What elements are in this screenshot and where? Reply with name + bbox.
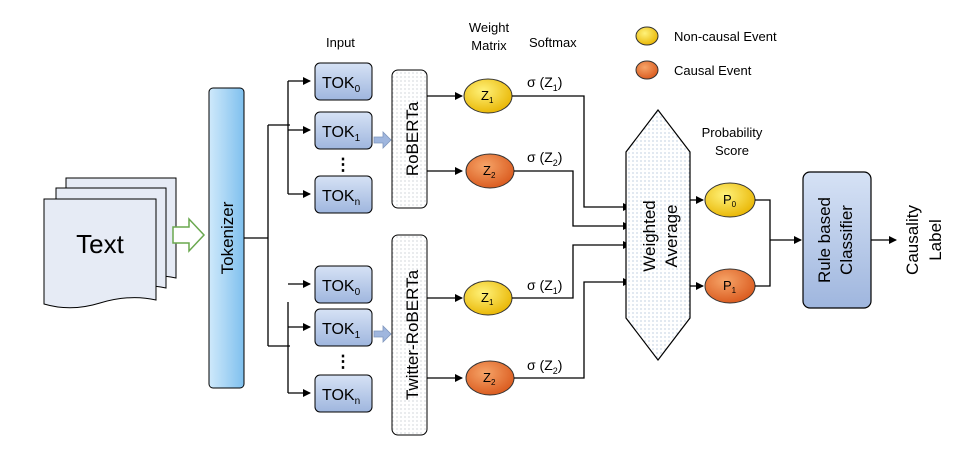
token-box [314, 265, 373, 304]
roberta-block [391, 69, 428, 209]
text-to-tokenizer-arrow [172, 217, 206, 253]
legend: Non-causal Event Causal Event [635, 26, 777, 80]
token-label: TOK0 [322, 278, 361, 298]
causality-label-line1: Causality [903, 205, 922, 275]
p1-label: P1 [723, 278, 737, 295]
sigma-z1-top: σ (Z1) [527, 74, 562, 93]
text-label: Text [76, 229, 124, 259]
causality-label-line2: Label [926, 219, 945, 261]
model-to-z-connectors [427, 92, 463, 382]
weight-matrix-header-line2: Matrix [471, 38, 507, 53]
token-box [314, 62, 373, 101]
classifier-line1: Rule based [815, 197, 834, 283]
token-box [314, 111, 373, 150]
z1-bottom-label: Z1 [481, 290, 494, 307]
token-label: TOK1 [322, 124, 361, 144]
token-label: TOKn [322, 387, 360, 407]
legend-causal-label: Causal Event [674, 63, 752, 78]
text-document-icon: Text [43, 177, 177, 309]
weighted-average-line1: Weighted [640, 200, 659, 272]
probability-nodes: P0 P1 [704, 182, 756, 304]
weight-matrix-header-line1: Weight [469, 20, 510, 35]
legend-noncausal-label: Non-causal Event [674, 29, 777, 44]
token-box [314, 374, 373, 413]
twitter-roberta-label: Twitter-RoBERTa [403, 269, 422, 400]
token-group-top: TOK0 TOK1 ⋮ TOKn [314, 62, 392, 214]
token-ellipsis: ⋮ [335, 155, 352, 174]
z2-bottom-label: Z2 [483, 370, 496, 387]
weighted-average-line2: Average [662, 204, 681, 267]
token-box [314, 308, 373, 347]
token-ellipsis: ⋮ [335, 352, 352, 371]
classifier-line2: Classifier [837, 205, 856, 275]
average-to-prob-connectors [690, 196, 704, 290]
twitter-roberta-block [391, 234, 428, 436]
token-box [314, 175, 373, 214]
sigma-z2-top: σ (Z2) [527, 149, 562, 168]
probability-header-line2: Score [715, 143, 749, 158]
softmax-to-average-connectors [512, 95, 631, 379]
prob-to-classifier-connectors [755, 199, 802, 287]
roberta-label: RoBERTa [403, 101, 422, 176]
z2-top-label: Z2 [483, 163, 496, 180]
token-label: TOKn [322, 188, 360, 208]
legend-causal-swatch [635, 60, 659, 80]
softmax-labels: σ (Z1) σ (Z2) σ (Z1) σ (Z2) [527, 74, 562, 376]
probability-header-line1: Probability [702, 125, 763, 140]
tokenizer-branches [244, 77, 311, 397]
weighted-average-block [625, 109, 691, 361]
sigma-z2-bottom: σ (Z2) [527, 357, 562, 376]
sigma-z1-bottom: σ (Z1) [527, 277, 562, 296]
token-group-bottom: TOK0 TOK1 ⋮ TOKn [314, 265, 392, 413]
token-to-model-arrow [373, 325, 392, 343]
z-nodes: Z1 Z2 Z1 Z2 [463, 78, 515, 396]
token-to-model-arrow [373, 131, 392, 149]
token-label: TOK1 [322, 321, 361, 341]
softmax-header: Softmax [529, 35, 577, 50]
legend-noncausal-swatch [635, 26, 659, 46]
z1-top-label: Z1 [481, 88, 494, 105]
input-header: Input [326, 35, 355, 50]
p0-label: P0 [723, 192, 737, 209]
tokenizer-label: Tokenizer [218, 201, 237, 274]
token-label: TOK0 [322, 75, 361, 95]
